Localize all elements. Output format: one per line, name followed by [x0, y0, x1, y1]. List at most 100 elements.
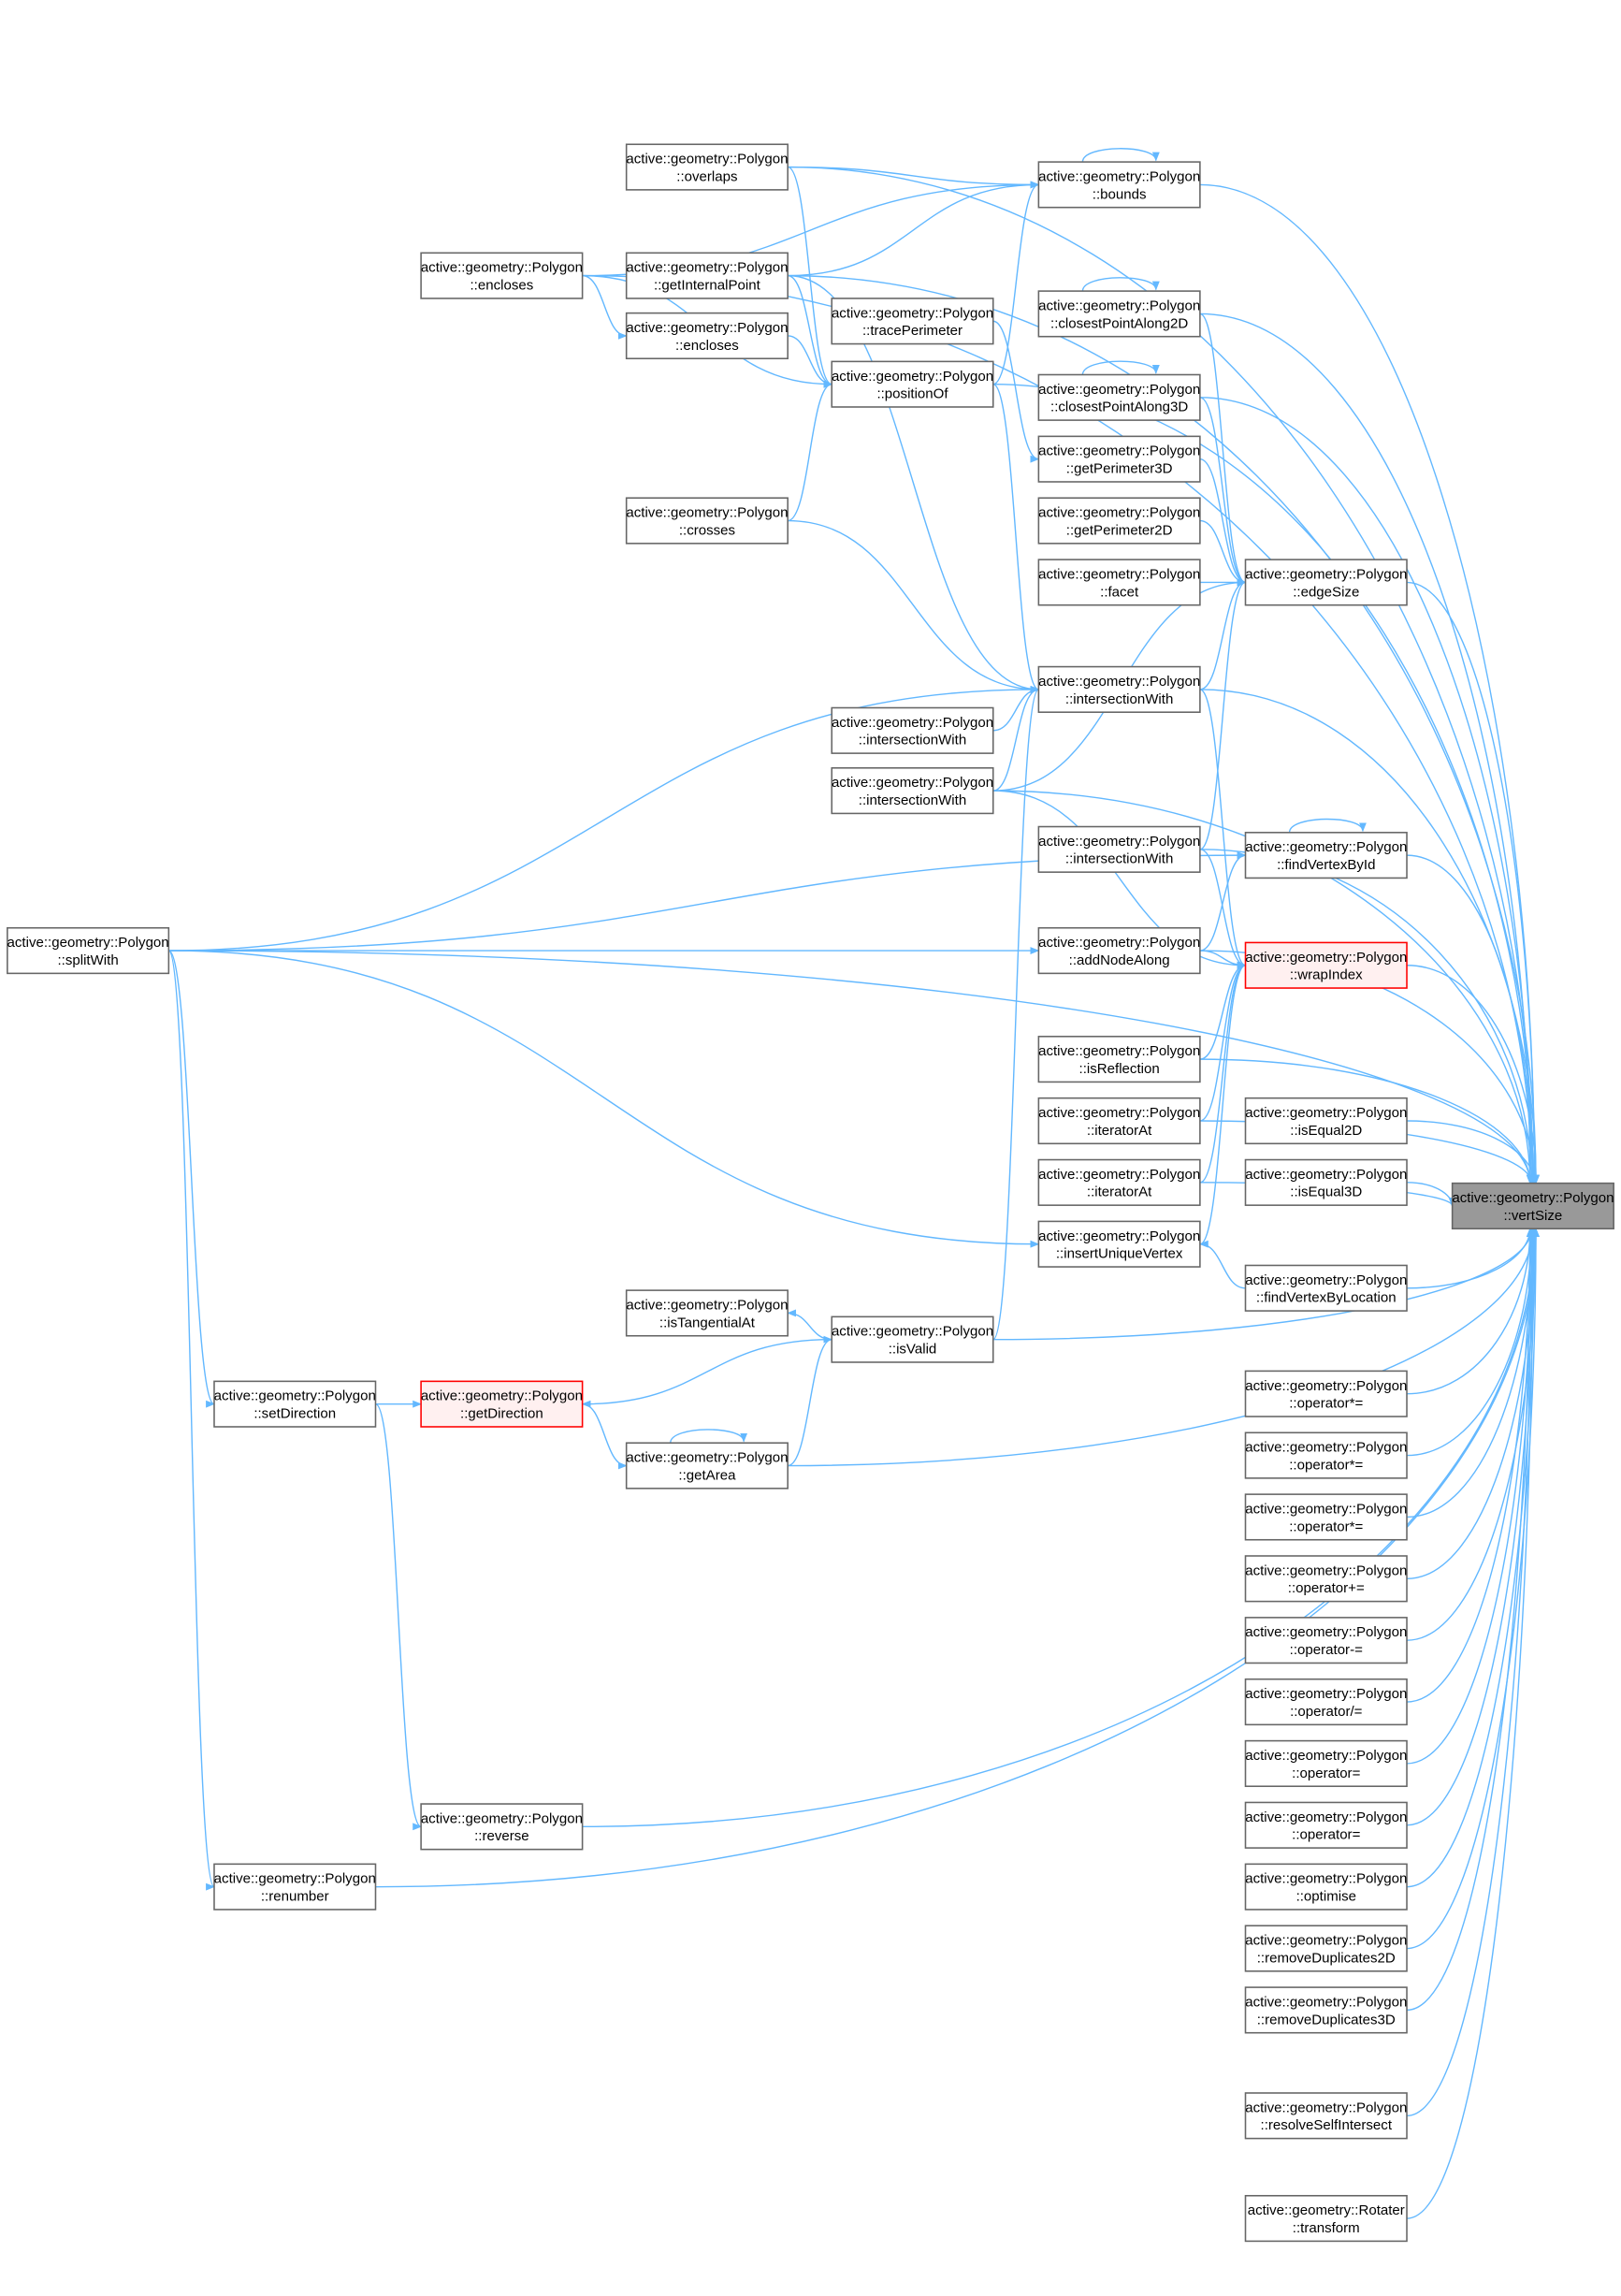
graph-node-overlaps[interactable]: active::geometry::Polygon::overlaps: [625, 143, 789, 191]
graph-node-isTangentialAt[interactable]: active::geometry::Polygon::isTangentialA…: [625, 1289, 789, 1337]
graph-node-intersectA[interactable]: active::geometry::Polygon::intersectionW…: [1037, 665, 1201, 713]
node-box: [625, 1442, 789, 1489]
graph-node-intersectC[interactable]: active::geometry::Polygon::intersectionW…: [831, 767, 994, 815]
node-method-label: ::overlaps: [676, 168, 737, 184]
node-box: [1244, 1264, 1408, 1312]
graph-node-isValid[interactable]: active::geometry::Polygon::isValid: [831, 1315, 994, 1363]
graph-node-intersectB[interactable]: active::geometry::Polygon::intersectionW…: [831, 706, 994, 754]
node-method-label: ::getInternalPoint: [654, 278, 761, 294]
node-class-label: active::geometry::Polygon: [1245, 1809, 1407, 1825]
graph-node-perim2D[interactable]: active::geometry::Polygon::getPerimeter2…: [1037, 497, 1201, 545]
nodes: active::geometry::Polygon::vertSizeactiv…: [7, 143, 1614, 2243]
node-box: [1037, 161, 1201, 209]
graph-node-opMulC[interactable]: active::geometry::Polygon::operator*=: [1244, 1493, 1408, 1541]
graph-node-wrapIndex[interactable]: active::geometry::Polygon::wrapIndex: [1244, 941, 1408, 989]
graph-node-opSub[interactable]: active::geometry::Polygon::operator-=: [1244, 1617, 1408, 1664]
edge-getInternalPoint-to-bounds: [788, 181, 1040, 277]
graph-node-isEqual3D[interactable]: active::geometry::Polygon::isEqual3D: [1244, 1158, 1408, 1206]
graph-node-resolveSelf[interactable]: active::geometry::Polygon::resolveSelfIn…: [1244, 2092, 1408, 2140]
node-method-label: ::tracePerimeter: [862, 323, 962, 339]
graph-node-isReflection[interactable]: active::geometry::Polygon::isReflection: [1037, 1036, 1201, 1083]
edge-opAssignA-to-vertSize: [1407, 1228, 1536, 1765]
node-class-label: active::geometry::Polygon: [1245, 1502, 1407, 1518]
graph-node-getDirection[interactable]: active::geometry::Polygon::getDirection: [420, 1380, 584, 1428]
node-class-label: active::geometry::Polygon: [1245, 1871, 1407, 1887]
graph-node-iteratorAtA[interactable]: active::geometry::Polygon::iteratorAt: [1037, 1097, 1201, 1145]
graph-node-opMulB[interactable]: active::geometry::Polygon::operator*=: [1244, 1431, 1408, 1479]
graph-node-optimise[interactable]: active::geometry::Polygon::optimise: [1244, 1863, 1408, 1911]
node-box: [831, 360, 994, 408]
graph-node-opDiv[interactable]: active::geometry::Polygon::operator/=: [1244, 1678, 1408, 1726]
node-method-label: ::renumber: [261, 1889, 329, 1905]
node-class-label: active::geometry::Polygon: [1245, 839, 1407, 855]
node-box: [1244, 1431, 1408, 1479]
edge-enclosesA-to-enclosesB: [582, 274, 628, 340]
edge-intersectA-to-wrapIndex: [1199, 689, 1247, 969]
node-method-label: ::transform: [1293, 2220, 1360, 2236]
graph-node-iteratorAtB[interactable]: active::geometry::Polygon::iteratorAt: [1037, 1158, 1201, 1206]
node-box: [1037, 497, 1201, 545]
node-method-label: ::operator/=: [1290, 1704, 1363, 1720]
graph-node-closest3D[interactable]: active::geometry::Polygon::closestPointA…: [1037, 373, 1201, 421]
edge-getArea-to-isValid: [787, 1335, 833, 1467]
node-method-label: ::isTangentialAt: [659, 1315, 756, 1330]
graph-node-splitWith[interactable]: active::geometry::Polygon::splitWith: [7, 926, 170, 975]
graph-node-addNodeAlong[interactable]: active::geometry::Polygon::addNodeAlong: [1037, 926, 1201, 975]
graph-node-findVertexById[interactable]: active::geometry::Polygon::findVertexByI…: [1244, 832, 1408, 879]
graph-node-bounds[interactable]: active::geometry::Polygon::bounds: [1037, 161, 1201, 209]
node-method-label: ::findVertexById: [1277, 857, 1375, 873]
graph-node-enclosesB[interactable]: active::geometry::Polygon::encloses: [625, 312, 789, 360]
graph-node-closest2D[interactable]: active::geometry::Polygon::closestPointA…: [1037, 290, 1201, 338]
graph-node-isEqual2D[interactable]: active::geometry::Polygon::isEqual2D: [1244, 1097, 1408, 1145]
edge-closest3D-to-closest3D: [1081, 360, 1160, 375]
graph-node-renumber[interactable]: active::geometry::Polygon::renumber: [213, 1863, 377, 1911]
graph-node-intersectD[interactable]: active::geometry::Polygon::intersectionW…: [1037, 825, 1201, 873]
graph-node-setDirection[interactable]: active::geometry::Polygon::setDirection: [213, 1380, 377, 1428]
edge-resolveSelf-to-vertSize: [1407, 1228, 1536, 2117]
graph-node-opMulA[interactable]: active::geometry::Polygon::operator*=: [1244, 1370, 1408, 1417]
graph-node-removeDup2D[interactable]: active::geometry::Polygon::removeDuplica…: [1244, 1925, 1408, 1972]
graph-node-opAssignA[interactable]: active::geometry::Polygon::operator=: [1244, 1739, 1408, 1788]
graph-node-reverse[interactable]: active::geometry::Polygon::reverse: [420, 1803, 584, 1851]
edge-closest3D-to-edgeSize: [1199, 397, 1247, 587]
node-class-label: active::geometry::Polygon: [1245, 1105, 1407, 1121]
node-method-label: ::intersectionWith: [859, 733, 966, 748]
edge-intersectA-to-vertSize: [1199, 689, 1540, 1184]
graph-node-vertSize[interactable]: active::geometry::Polygon::vertSize: [1451, 1182, 1614, 1230]
node-class-label: active::geometry::Polygon: [1245, 566, 1407, 582]
edge-findVertexByLocation-to-insertUniqueVertex: [1198, 1240, 1246, 1289]
node-method-label: ::operator+=: [1288, 1580, 1365, 1596]
node-class-label: active::geometry::Polygon: [832, 775, 993, 791]
graph-node-opAdd[interactable]: active::geometry::Polygon::operator+=: [1244, 1555, 1408, 1603]
graph-node-transform[interactable]: active::geometry::Rotater::transform: [1244, 2195, 1408, 2243]
graph-node-opAssignB[interactable]: active::geometry::Polygon::operator=: [1244, 1801, 1408, 1849]
edge-renumber-to-vertSize: [375, 1228, 1540, 1888]
node-box: [1244, 1925, 1408, 1972]
node-class-label: active::geometry::Polygon: [1038, 1043, 1200, 1059]
graph-node-positionOf[interactable]: active::geometry::Polygon::positionOf: [831, 360, 994, 408]
graph-node-getInternalPoint[interactable]: active::geometry::Polygon::getInternalPo…: [625, 252, 789, 299]
graph-node-facet[interactable]: active::geometry::Polygon::facet: [1037, 559, 1201, 606]
graph-node-removeDup3D[interactable]: active::geometry::Polygon::removeDuplica…: [1244, 1986, 1408, 2034]
node-box: [831, 767, 994, 815]
edge-bounds-to-bounds: [1081, 148, 1160, 163]
graph-node-perim3D[interactable]: active::geometry::Polygon::getPerimeter3…: [1037, 435, 1201, 483]
graph-node-getArea[interactable]: active::geometry::Polygon::getArea: [625, 1442, 789, 1489]
node-class-label: active::geometry::Polygon: [832, 1324, 993, 1340]
graph-node-crosses[interactable]: active::geometry::Polygon::crosses: [625, 497, 789, 545]
graph-node-insertUniqueVertex[interactable]: active::geometry::Polygon::insertUniqueV…: [1037, 1220, 1201, 1268]
graph-node-findVertexByLocation[interactable]: active::geometry::Polygon::findVertexByL…: [1244, 1264, 1408, 1312]
node-method-label: ::operator-=: [1290, 1642, 1363, 1658]
edge-optimise-to-vertSize: [1407, 1228, 1539, 1888]
graph-node-edgeSize[interactable]: active::geometry::Polygon::edgeSize: [1244, 559, 1408, 606]
edge-removeDup3D-to-vertSize: [1407, 1228, 1534, 2012]
node-box: [1244, 1739, 1408, 1788]
node-class-label: active::geometry::Polygon: [1245, 1378, 1407, 1394]
node-class-label: active::geometry::Polygon: [626, 1298, 788, 1314]
node-box: [1037, 435, 1201, 483]
graph-node-tracePerimeter[interactable]: active::geometry::Polygon::tracePerimete…: [831, 298, 994, 345]
edge-crosses-to-positionOf: [787, 380, 833, 522]
node-class-label: active::geometry::Polygon: [214, 1871, 376, 1887]
graph-node-enclosesA[interactable]: active::geometry::Polygon::encloses: [420, 252, 584, 299]
node-class-label: active::geometry::Polygon: [1038, 935, 1200, 951]
